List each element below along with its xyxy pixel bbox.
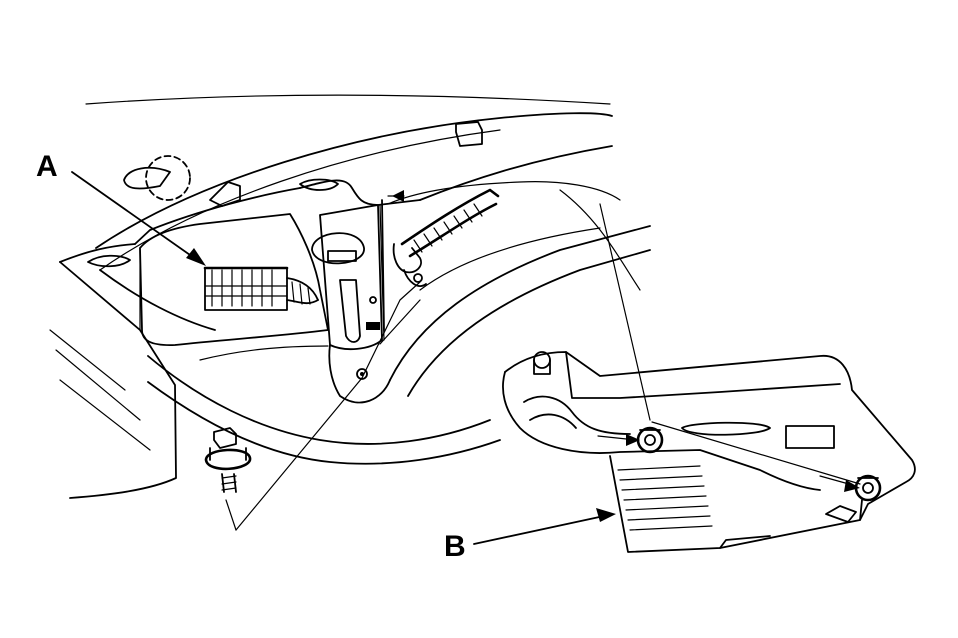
cable-harness — [387, 181, 621, 287]
dashed-circle-marker — [123, 155, 191, 201]
callout-label-a: A — [36, 150, 58, 183]
connector-recess — [139, 213, 329, 346]
callout-label-b: B — [444, 530, 466, 563]
bolts-on-unit — [636, 426, 882, 502]
center-bracket — [311, 199, 391, 404]
lower-beam — [147, 189, 651, 465]
panel-tabs — [87, 121, 483, 268]
leader-lines — [71, 171, 861, 545]
loose-bolt — [204, 427, 252, 493]
left-side-panel — [49, 261, 177, 499]
control-unit-b — [502, 351, 916, 553]
connector-a — [203, 266, 319, 311]
